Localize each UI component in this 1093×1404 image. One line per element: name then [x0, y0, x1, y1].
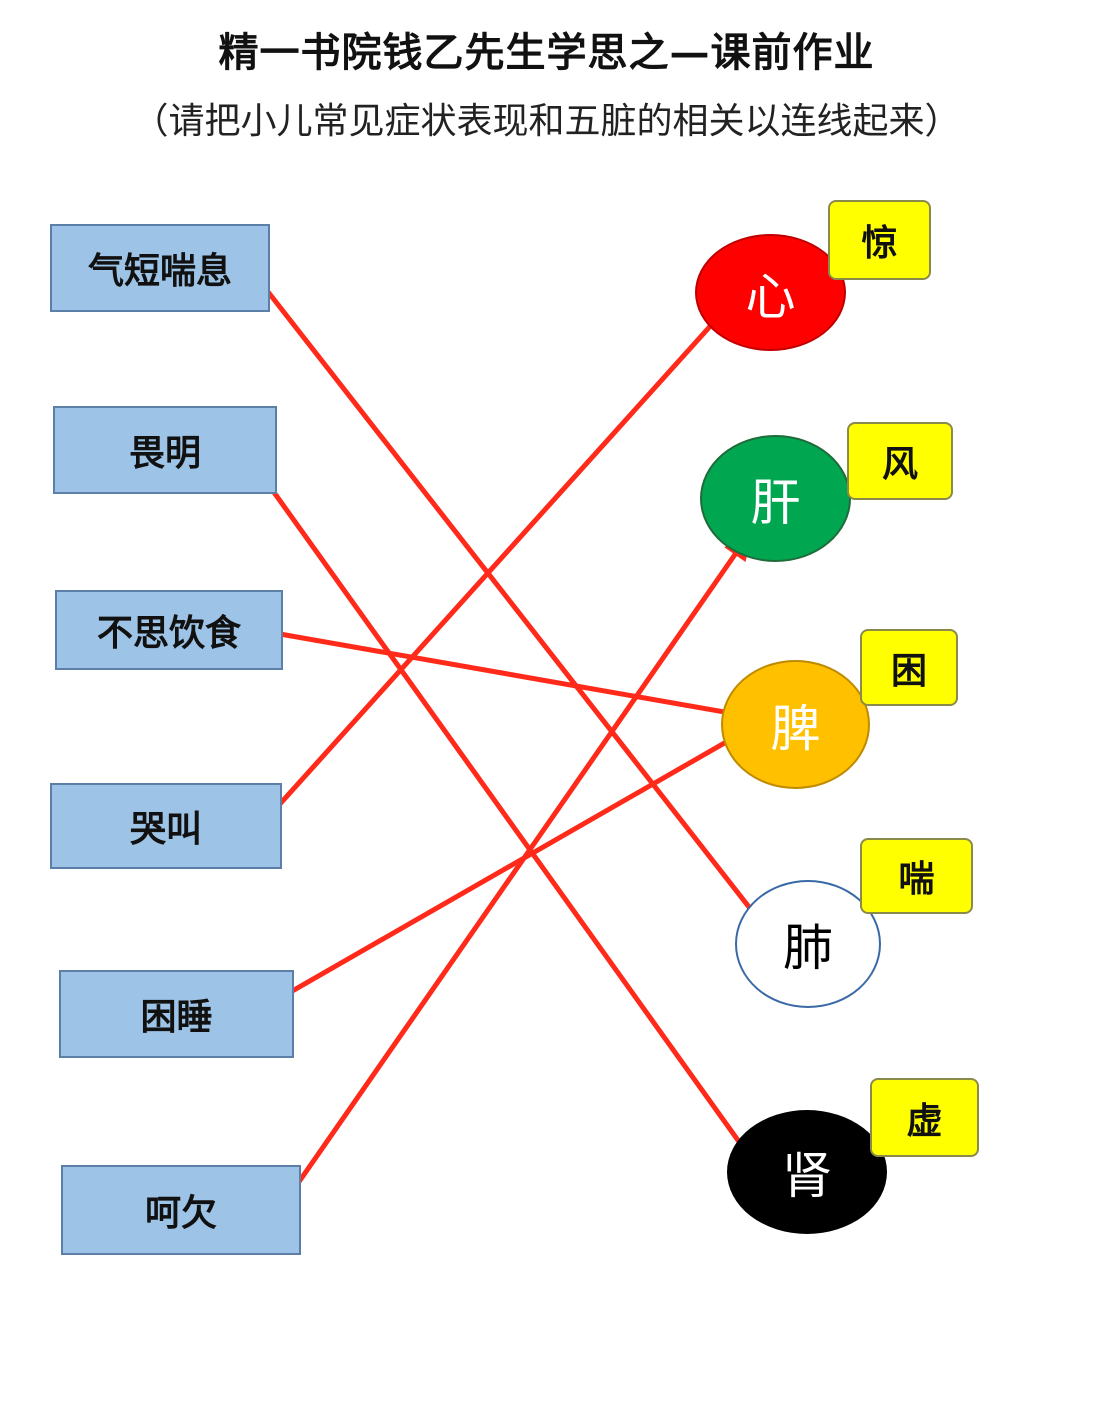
- symptom-weiming: 畏明: [53, 406, 277, 494]
- organ-shen: 肾: [727, 1110, 887, 1234]
- symptom-busi: 不思饮食: [55, 590, 283, 670]
- tag-shen-xu: 虚: [870, 1078, 979, 1157]
- organ-pi: 脾: [721, 660, 870, 789]
- symptom-kunshui: 困睡: [59, 970, 294, 1058]
- arrow-kunshui-to-pi: [244, 715, 771, 1020]
- organ-gan: 肝: [700, 435, 851, 562]
- tag-gan-feng: 风: [847, 422, 953, 500]
- page-title: 精一书院钱乙先生学思之—课前作业: [218, 29, 875, 76]
- tag-xin-jing: 惊: [828, 200, 931, 280]
- page-subtitle: （请把小儿常见症状表现和五脏的相关以连线起来）: [132, 101, 961, 142]
- tag-pi-kun: 困: [860, 629, 958, 706]
- organ-xin: 心: [695, 234, 846, 351]
- arrow-busi-to-pi: [237, 624, 773, 723]
- symptom-heqian: 呵欠: [61, 1165, 301, 1255]
- arrow-kujiao-to-xin: [240, 259, 771, 848]
- symptom-qiduan: 气短喘息: [50, 224, 270, 312]
- arrow-qiduan-to-fei: [262, 285, 795, 965]
- symptom-kujiao: 哭叫: [50, 783, 282, 869]
- arrow-weiming-to-shen: [265, 481, 778, 1195]
- arrow-heqian-to-gan: [275, 527, 755, 1215]
- organ-fei: 肺: [735, 880, 881, 1008]
- tag-fei-chuan: 喘: [860, 838, 973, 914]
